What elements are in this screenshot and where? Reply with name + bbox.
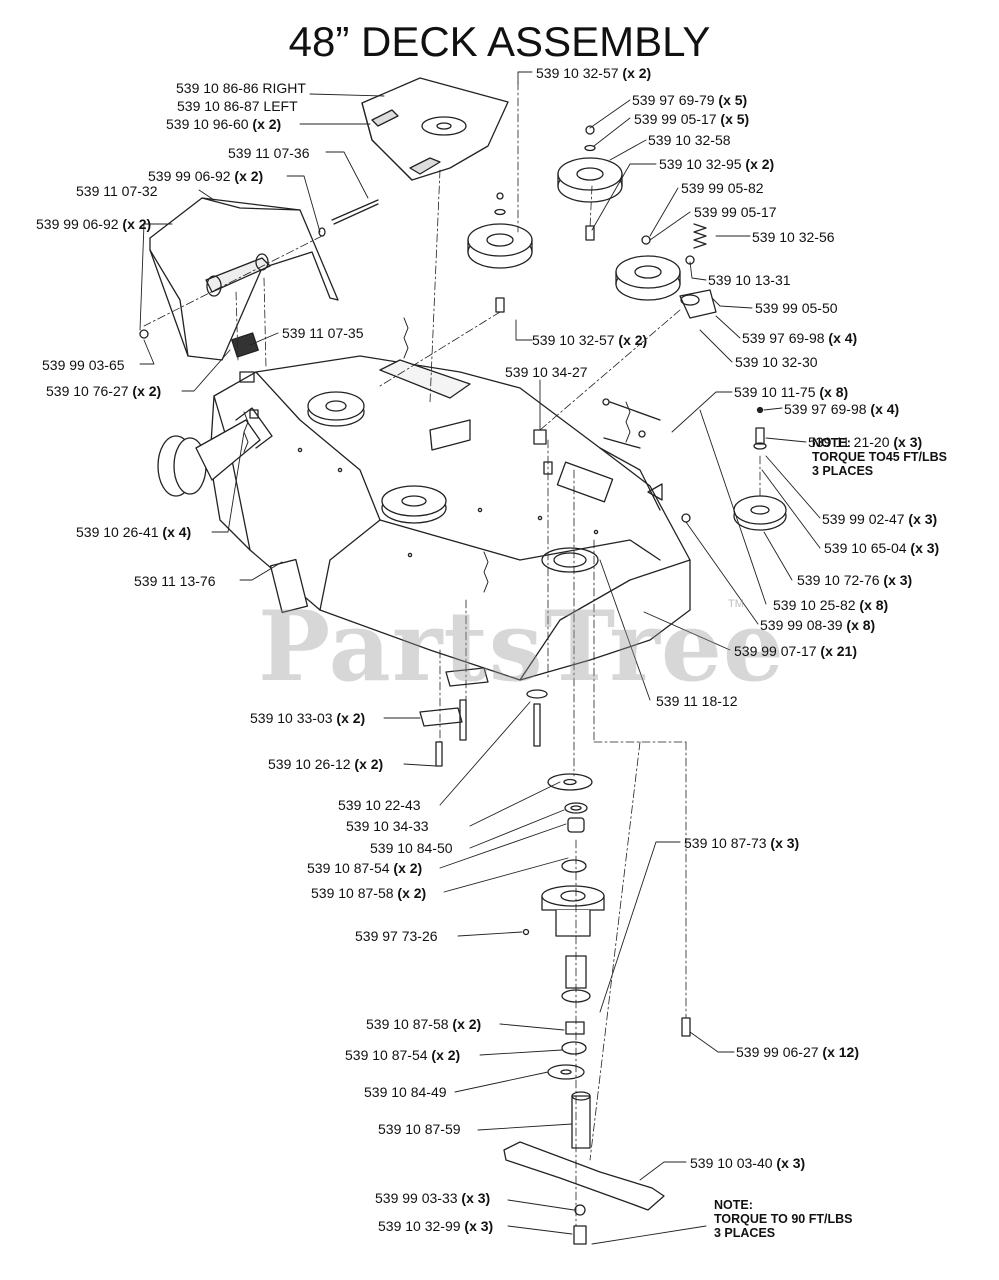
deck-housing [209, 355, 691, 681]
idler-pulley-right [585, 225, 681, 301]
part-label-p51[interactable]: 539 10 03-40 (x 3) [690, 1155, 806, 1171]
part-label-p49[interactable]: 539 10 84-49 [364, 1084, 447, 1100]
part-label-p16[interactable]: 539 10 32-58 [648, 132, 731, 148]
deck-pulley-center [381, 485, 447, 524]
part-label-p26[interactable]: 539 10 34-27 [505, 364, 588, 380]
watermark-trademark: TM [728, 598, 744, 610]
idler-pulley-left [467, 192, 533, 313]
part-label-p02[interactable]: 539 10 86-87 LEFT [177, 98, 298, 114]
part-label-p01[interactable]: 539 10 86-86 RIGHT [176, 80, 306, 96]
part-label-p19[interactable]: 539 99 05-17 [694, 204, 777, 220]
part-label-p46[interactable]: 539 10 87-58 (x 2) [366, 1016, 482, 1032]
part-label-p35[interactable]: 539 99 07-17 (x 21) [734, 643, 857, 659]
idler-arm [679, 223, 717, 319]
part-label-p14[interactable]: 539 97 69-79 (x 5) [632, 92, 748, 108]
part-label-p22[interactable]: 539 99 05-50 [755, 300, 838, 316]
diagram-title: 48” DECK ASSEMBLY [288, 18, 711, 65]
part-label-p29[interactable]: 539 11 21-20 (x 3) [808, 434, 923, 450]
part-label-p08[interactable]: 539 11 07-35 [282, 325, 364, 341]
part-label-p27[interactable]: 539 10 11-75 (x 8) [734, 384, 849, 400]
part-label-p47[interactable]: 539 10 87-54 (x 2) [345, 1047, 461, 1063]
part-label-p23[interactable]: 539 10 32-57 (x 2) [532, 332, 648, 348]
part-label-p53[interactable]: 539 10 32-99 (x 3) [378, 1218, 494, 1234]
part-label-p37[interactable]: 539 10 33-03 (x 2) [250, 710, 366, 726]
discharge-chute [149, 197, 339, 361]
part-label-p28[interactable]: 539 97 69-98 (x 4) [784, 401, 900, 417]
part-label-p21[interactable]: 539 10 13-31 [708, 272, 791, 288]
part-label-p42[interactable]: 539 10 87-54 (x 2) [307, 860, 423, 876]
part-label-p07[interactable]: 539 99 06-92 (x 2) [36, 216, 152, 232]
part-label-p15[interactable]: 539 99 05-17 (x 5) [634, 111, 750, 127]
part-label-p13[interactable]: 539 10 32-57 (x 2) [536, 65, 652, 81]
part-label-p38[interactable]: 539 10 26-12 (x 2) [268, 756, 384, 772]
part-label-p50[interactable]: 539 10 87-59 [378, 1121, 461, 1137]
belt-shield [361, 77, 509, 181]
part-label-p09[interactable]: 539 99 03-65 [42, 357, 125, 373]
part-label-p04[interactable]: 539 11 07-36 [228, 145, 310, 161]
part-label-p40[interactable]: 539 10 34-33 [346, 818, 429, 834]
idler-pulley-upper [557, 125, 623, 203]
part-label-p30[interactable]: 539 99 02-47 (x 3) [822, 511, 938, 527]
part-label-p25[interactable]: 539 10 32-30 [735, 354, 818, 370]
mower-blade [503, 1141, 665, 1245]
torque-note-45: NOTE: TORQUE TO45 FT/LBS 3 PLACES [812, 436, 947, 478]
deck-pulley-left [307, 391, 365, 427]
part-label-p17[interactable]: 539 10 32-95 (x 2) [659, 156, 775, 172]
part-label-p18[interactable]: 539 99 05-82 [681, 180, 764, 196]
part-label-p44[interactable]: 539 10 87-73 (x 3) [684, 835, 800, 851]
chute-rod [139, 199, 379, 358]
part-label-p52[interactable]: 539 99 03-33 (x 3) [375, 1190, 491, 1206]
part-label-p10[interactable]: 539 10 76-27 (x 2) [46, 383, 162, 399]
watermark: PartsTree [258, 590, 785, 703]
part-label-p39[interactable]: 539 10 22-43 [338, 797, 421, 813]
part-label-p20[interactable]: 539 10 32-56 [752, 229, 835, 245]
part-label-p06[interactable]: 539 11 07-32 [76, 183, 158, 199]
part-label-p12[interactable]: 539 11 13-76 [134, 573, 216, 589]
part-label-p31[interactable]: 539 10 65-04 (x 3) [824, 540, 940, 556]
part-label-p43[interactable]: 539 10 87-58 (x 2) [311, 885, 427, 901]
part-label-p33[interactable]: 539 10 25-82 (x 8) [773, 597, 889, 613]
part-label-p48[interactable]: 539 99 06-27 (x 12) [736, 1044, 859, 1060]
bracket-plates [419, 667, 691, 1037]
part-label-p05[interactable]: 539 99 06-92 (x 2) [148, 168, 264, 184]
torque-note-90: NOTE: TORQUE TO 90 FT/LBS 3 PLACES [714, 1198, 853, 1240]
part-label-p32[interactable]: 539 10 72-76 (x 3) [797, 572, 913, 588]
part-label-p11[interactable]: 539 10 26-41 (x 4) [76, 524, 192, 540]
construction-lines [143, 81, 761, 1227]
part-label-p24[interactable]: 539 97 69-98 (x 4) [742, 330, 858, 346]
part-label-p34[interactable]: 539 99 08-39 (x 8) [760, 617, 876, 633]
spindle-assembly [541, 773, 605, 1149]
leader-lines [139, 71, 821, 1245]
part-label-p03[interactable]: 539 10 96-60 (x 2) [166, 116, 282, 132]
anti-scalp-wheel [157, 407, 309, 614]
part-label-p41[interactable]: 539 10 84-50 [370, 840, 453, 856]
part-label-p45[interactable]: 539 97 73-26 [355, 928, 438, 944]
part-label-p36[interactable]: 539 11 18-12 [656, 693, 738, 709]
